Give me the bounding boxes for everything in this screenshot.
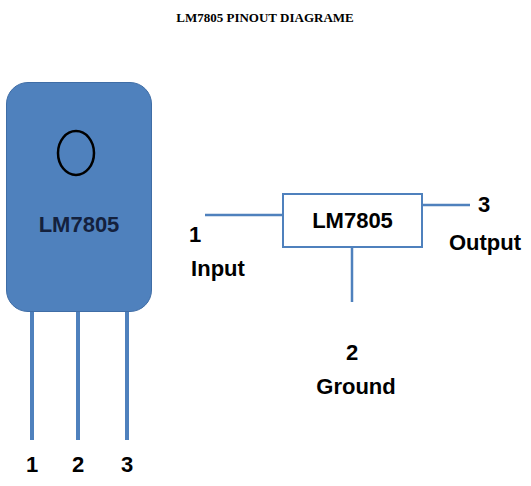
regulator-package: LM7805 — [6, 82, 152, 312]
pin-leg — [125, 310, 129, 440]
pin-leg — [30, 310, 34, 440]
diagram-title: LM7805 PINOUT DIAGRAME — [176, 10, 353, 26]
pin-number: 2 — [346, 340, 358, 365]
pin-name: Output — [449, 230, 521, 255]
pin-number: 1 — [26, 452, 38, 477]
output-pin-line — [422, 204, 470, 207]
pin-number: 3 — [478, 192, 490, 217]
pin-number: 3 — [121, 452, 133, 477]
pin-number: 2 — [72, 452, 84, 477]
mounting-hole — [58, 131, 94, 175]
ground-pin-line — [351, 247, 354, 302]
pin-leg — [76, 310, 80, 440]
regulator-block: LM7805 — [282, 193, 423, 248]
pin-name: Ground — [316, 374, 395, 399]
part-name: LM7805 — [7, 212, 151, 237]
part-name: LM7805 — [284, 208, 421, 233]
mounting-hole — [7, 83, 153, 313]
pin-name: Input — [191, 256, 245, 281]
pin-number: 1 — [189, 222, 201, 247]
input-pin-line — [205, 214, 283, 217]
